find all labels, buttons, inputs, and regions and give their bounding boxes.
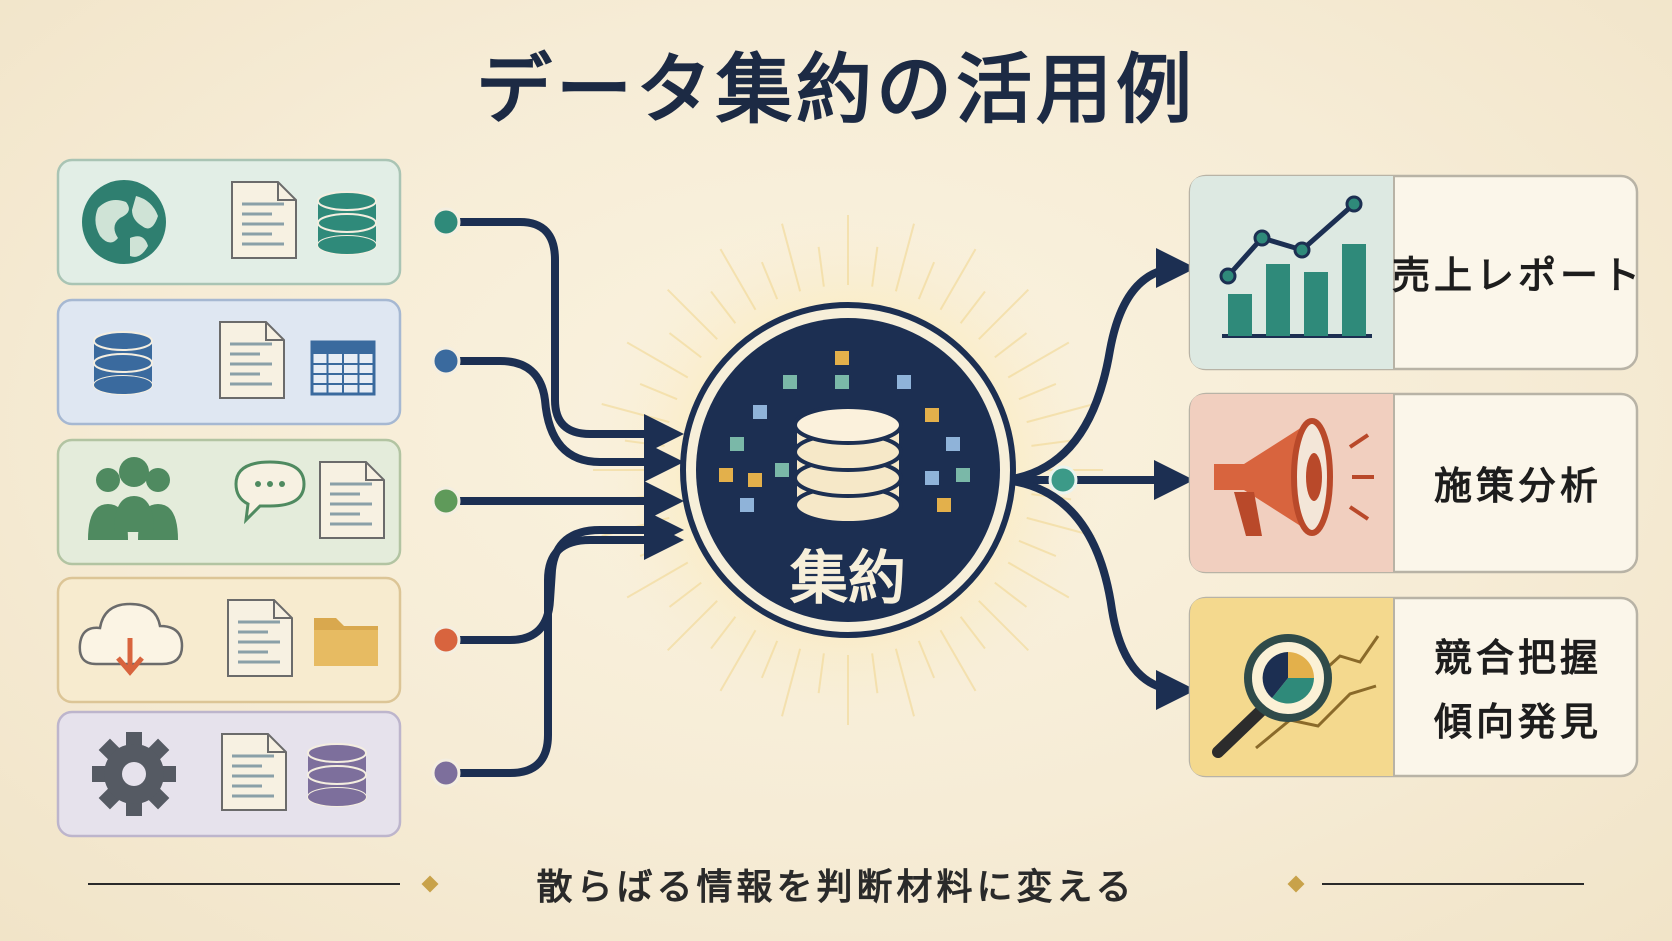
source-panel-2 [56, 298, 402, 426]
source-panel-3 [56, 438, 402, 566]
document-icon [219, 321, 285, 399]
source-dot-2 [431, 346, 461, 376]
connector-source-2 [436, 357, 684, 482]
connector-output-3 [1001, 476, 1196, 710]
source-panel-1 [56, 158, 402, 286]
output-label-2-line-1: 施策分析 [1434, 464, 1602, 508]
folder-icon [314, 618, 378, 666]
output-label-3-line-1: 競合把握 [1434, 636, 1602, 680]
chat-bubble-icon [234, 460, 306, 525]
gear-icon [92, 732, 176, 816]
document-icon [221, 733, 287, 811]
database-icon [317, 191, 377, 255]
output-label-3-line-2: 傾向発見 [1433, 700, 1602, 744]
source-panels [56, 158, 402, 838]
hub-data-pixels [719, 351, 970, 512]
source-panel-4 [56, 576, 402, 704]
magnifier-chart-icon [1212, 634, 1380, 758]
source-dot-3 [431, 486, 461, 516]
table-icon [310, 340, 376, 396]
document-icon [231, 181, 297, 259]
output-panel-2: 施策分析 [1188, 392, 1639, 574]
people-icon [88, 457, 178, 540]
database-icon [93, 331, 153, 395]
hub: 集約 [680, 302, 1016, 638]
source-dot-4 [431, 625, 461, 655]
footer-decoration [88, 875, 1584, 893]
source-dot-1 [431, 207, 461, 237]
output-label-1-line-1: 売上レポート [1392, 254, 1644, 298]
source-panel-5 [56, 710, 402, 838]
globe-icon [82, 180, 166, 264]
output-junction-dot [1048, 465, 1078, 495]
connectors [436, 218, 1196, 777]
output-panel-1: 売上レポート [1188, 174, 1644, 371]
footer-caption: 散らばる情報を判断材料に変える [536, 867, 1136, 908]
connector-output-1 [1001, 248, 1196, 484]
hub-database-icon [793, 405, 903, 525]
database-icon [307, 743, 367, 807]
connector-source-1 [436, 218, 684, 454]
hub-label: 集約 [789, 544, 906, 612]
source-dots [431, 207, 461, 788]
page-title: データ集約の活用例 [476, 45, 1196, 134]
source-dot-5 [431, 758, 461, 788]
bar-line-chart-icon [1219, 195, 1372, 338]
cloud-download-icon [78, 602, 184, 676]
document-icon [319, 461, 385, 539]
connector-source-5 [436, 520, 684, 777]
document-icon [227, 599, 293, 677]
megaphone-icon [1214, 418, 1374, 536]
